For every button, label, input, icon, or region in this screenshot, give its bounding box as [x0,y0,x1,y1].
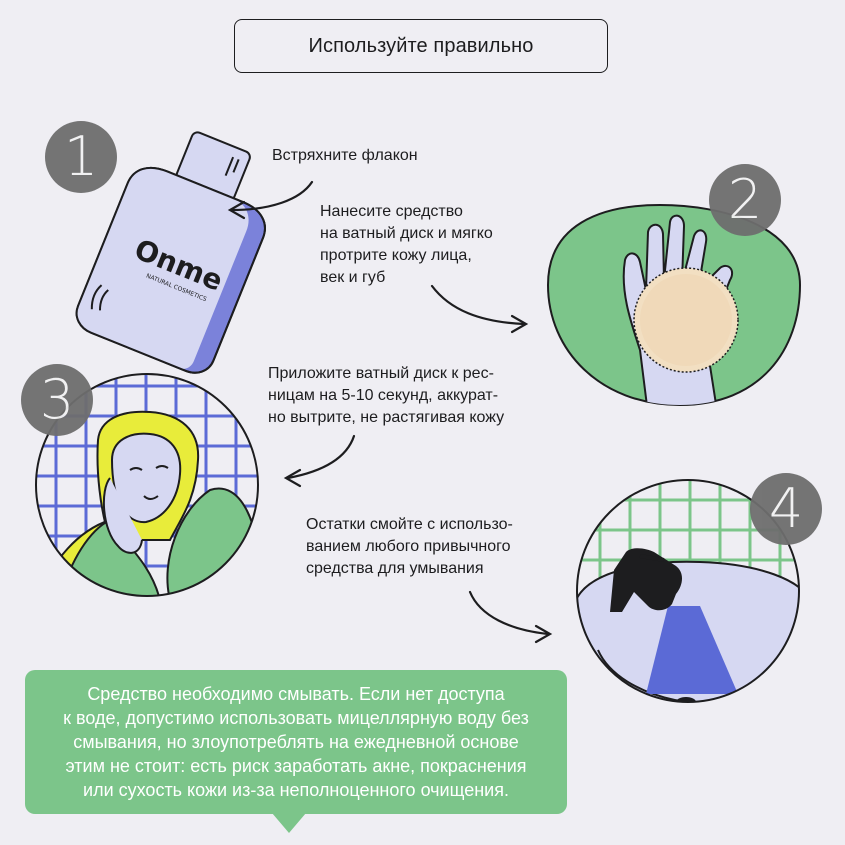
step-3-text: Приложите ватный диск к рес-ницам на 5-1… [268,365,505,426]
step-1-badge: 1 [45,121,117,193]
arrow-1-head [227,200,246,220]
arrow-4 [468,590,550,636]
step-4-badge: 4 [750,473,822,545]
arrow-3 [286,434,356,480]
step-1-text: Встряхните флакон [272,147,418,164]
arrow-2-head [510,314,529,334]
arrow-3-head [283,468,302,488]
page-title-text: Используйте правильно [308,34,534,57]
step-3-badge: 3 [21,364,93,436]
arrow-2 [430,284,526,326]
arrow-4-head [534,624,553,644]
arrows [227,180,553,644]
step-2-badge: 2 [709,164,781,236]
step-4-text: Остатки смойте с использо-ванием любого … [306,516,513,577]
info-note-tail [272,813,306,833]
info-note-text: Средство необходимо смывать. Если нет до… [63,684,529,800]
page-title: Используйте правильно [234,19,608,73]
hand-illustration [546,203,802,407]
info-note: Средство необходимо смывать. Если нет до… [25,670,567,814]
arrow-1 [230,180,314,212]
bottle-illustration: Onme NATURAL COSMETICS [75,131,266,374]
sink-illustration [576,479,800,703]
